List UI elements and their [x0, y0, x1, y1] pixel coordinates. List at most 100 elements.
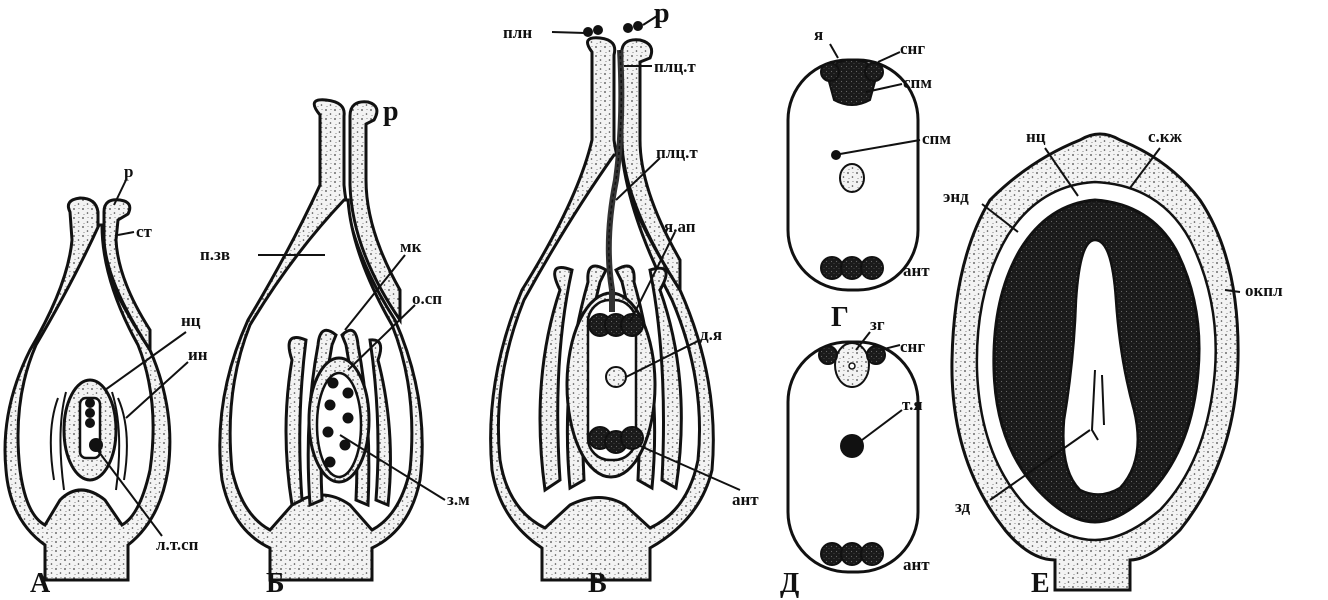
panel-b-label-r: р [383, 96, 399, 127]
panel-v-egg-apparatus-3 [620, 313, 644, 337]
panel-b-integument-left [284, 336, 308, 508]
panel-b-leader-osp [347, 304, 416, 371]
panel-v: плн р плц.т плц.т я.ап д.я ант В [489, 0, 759, 599]
panel-v-right-style [620, 38, 682, 296]
panel-a: р ст нц ин л.т.сп А [3, 162, 208, 599]
panel-g-sperm-1 [831, 150, 841, 160]
panel-e-label-nc: нц [1026, 127, 1046, 146]
panel-a-label-in: ин [188, 345, 208, 364]
panel-d-leader-zg [855, 331, 871, 351]
panel-e-leader-okpl [1224, 289, 1241, 293]
panel-b-nucleus-3 [324, 399, 336, 411]
panel-v-leader-yap [629, 231, 676, 323]
panel-d-leader-sng [879, 344, 901, 351]
panel-b-nucleus-7 [324, 456, 336, 468]
panel-d-leader-tya [861, 409, 903, 441]
panel-v-label-ant: ант [732, 490, 759, 509]
panel-d-antipodal-2 [840, 542, 864, 566]
panel-d-label-zg: зг [870, 315, 885, 334]
panel-v-antipodal-3 [620, 426, 644, 450]
panel-v-label-r: р [654, 0, 670, 29]
panel-e: нц с.кж энд окпл зд Е [943, 127, 1283, 599]
panel-g-label-spm2: спм [922, 129, 951, 148]
panel-d-label-ant: ант [903, 555, 930, 574]
panel-g-antipodal-3 [860, 256, 884, 280]
panel-g-label-ya: я [814, 25, 823, 44]
panel-e-leader-zd [989, 429, 1091, 501]
panel-e-letter: Е [1031, 568, 1050, 599]
panel-g-leader-spm2 [839, 139, 921, 155]
panel-b-leader-zm [339, 434, 446, 501]
panel-v-label-plct2: плц.т [656, 143, 698, 162]
panel-a-label-r: р [124, 162, 133, 181]
panel-b-embryo-sac [315, 371, 363, 479]
panel-g-antipodal-1 [820, 256, 844, 280]
panel-b-label-pzv: п.зв [200, 245, 230, 264]
panel-d-triploid-nucleus [840, 434, 864, 458]
panel-b-letter: Б [266, 568, 285, 599]
panel-v-pollen-grain-3 [623, 23, 633, 33]
panel-v-leader-r [642, 15, 658, 26]
panel-b-nucleus-4 [342, 412, 354, 424]
panel-g: я снг спм спм ант Г [786, 25, 951, 333]
panel-g-label-sng: снг [900, 39, 925, 58]
panel-a-leader-nc [104, 331, 187, 391]
panel-b-label-zm: з.м [447, 490, 470, 509]
panel-a-leader-lt [95, 447, 163, 537]
panel-b: р п.зв мк о.сп з.м Б [200, 96, 470, 599]
panel-v-pollen-tube [605, 49, 625, 312]
panel-a-leader-st [117, 231, 135, 236]
panel-b-label-mk: мк [400, 237, 422, 256]
panel-v-leader-ant [637, 444, 741, 491]
panel-g-synergid-right [864, 62, 884, 82]
panel-b-nucleus-1 [327, 377, 339, 389]
panel-b-leader-mk [344, 254, 406, 331]
panel-a-letter: А [30, 568, 51, 599]
panel-g-leader-spm1 [865, 83, 903, 93]
panel-v-pollen-grain-4 [633, 21, 643, 31]
panel-e-leader-nc [1044, 147, 1079, 197]
panel-b-nucleus-5 [322, 426, 334, 438]
panel-d-zygote-nucleus [848, 362, 856, 370]
panel-e-label-okpl: окпл [1245, 281, 1283, 300]
panel-b-label-osp: о.сп [412, 289, 442, 308]
panel-e-label-end: энд [943, 187, 969, 206]
panel-v-integument-left [538, 266, 574, 493]
panel-d: зг снг т.я ант Д [780, 315, 930, 599]
panel-v-label-pln: плн [503, 23, 532, 42]
panel-e-label-skzh: с.кж [1148, 127, 1183, 146]
panel-e-leader-skzh [1129, 147, 1161, 189]
panel-g-leader-sng [877, 51, 901, 63]
panel-v-leader-dya [625, 339, 701, 378]
panel-d-antipodal-3 [860, 542, 884, 566]
panel-v-leader-plct2 [615, 157, 661, 201]
panel-v-letter: В [588, 568, 607, 599]
panel-g-label-ant: ант [903, 261, 930, 280]
panel-a-leader-r [113, 179, 127, 206]
panel-d-antipodal-1 [820, 542, 844, 566]
panel-a-label-lt: л.т.сп [156, 535, 199, 554]
panel-v-pollen-grain-2 [593, 25, 603, 35]
panel-v-label-yap: я.ап [664, 217, 696, 236]
panel-a-label-nc: нц [181, 311, 201, 330]
panel-e-leader-end [981, 203, 1019, 233]
panel-b-nucleus-2 [342, 387, 354, 399]
panel-e-embryo [1062, 238, 1140, 496]
panel-a-cell-1 [85, 398, 95, 408]
panel-a-cell-2 [85, 408, 95, 418]
panel-v-label-plct1: плц.т [654, 57, 696, 76]
panel-g-leader-ya [829, 43, 839, 59]
panel-e-embryo-axis [1090, 369, 1105, 441]
panel-v-leader-pln [551, 31, 586, 34]
panel-b-right-style [348, 100, 402, 325]
panel-d-label-sng: снг [900, 337, 925, 356]
panel-g-synergid-left [820, 62, 840, 82]
panel-v-central-nucleus [605, 366, 627, 388]
panel-d-letter: Д [780, 568, 799, 599]
panel-d-synergid-left [818, 345, 838, 365]
panel-b-nucleus-6 [339, 439, 351, 451]
panel-d-label-tya: т.я [902, 395, 923, 414]
panel-a-integument [49, 391, 128, 491]
panel-g-central-nucleus [839, 163, 865, 193]
